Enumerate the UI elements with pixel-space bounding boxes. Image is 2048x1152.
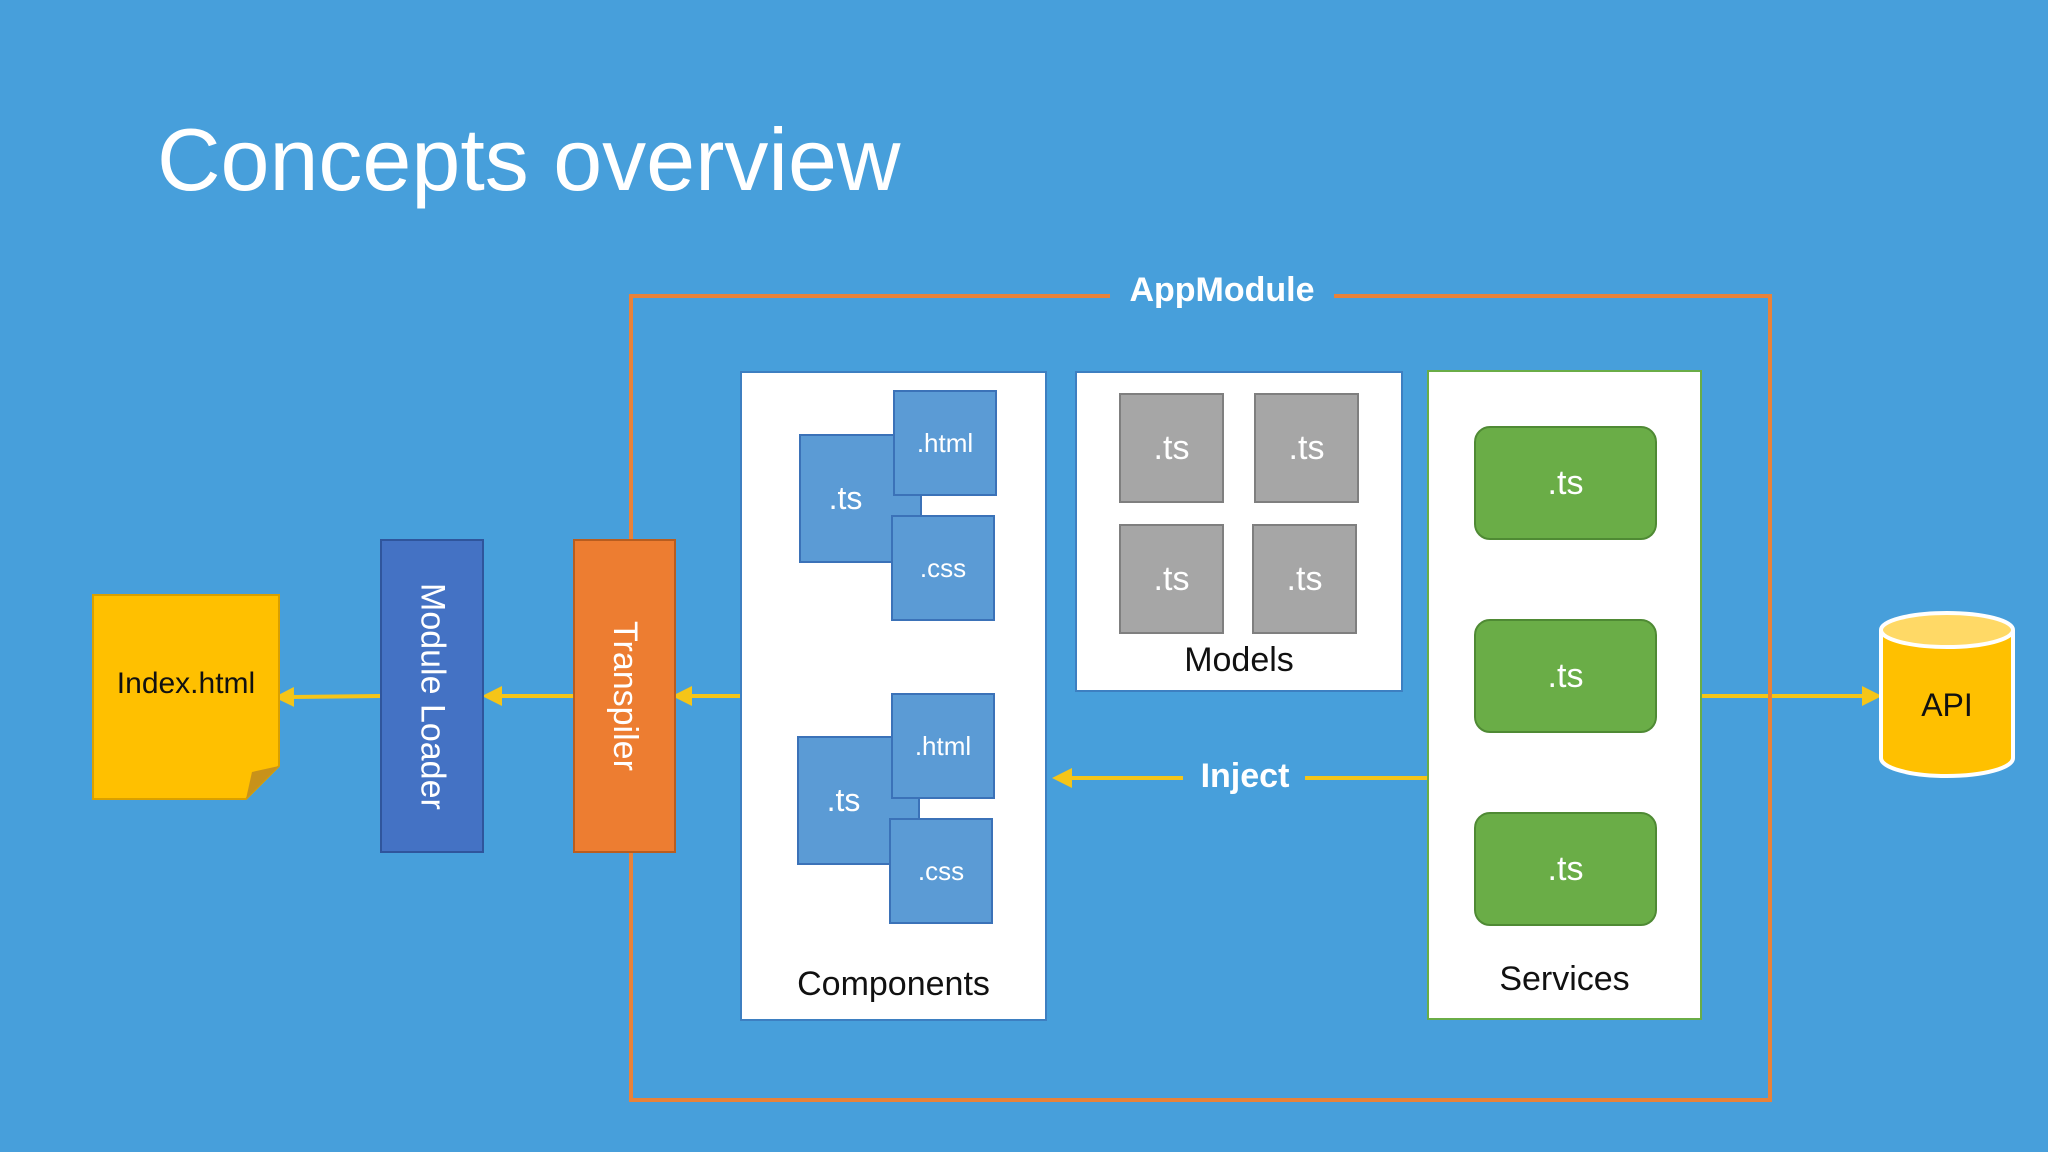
model-file: .ts: [1254, 393, 1359, 503]
service-file: .ts: [1474, 426, 1657, 540]
index-file-label: Index.html: [116, 667, 256, 700]
service-file: .ts: [1474, 812, 1657, 926]
component-html-file: .html: [893, 390, 997, 496]
component-html-file: .html: [891, 693, 995, 799]
services-panel: .ts .ts .ts Services: [1427, 370, 1702, 1020]
components-label: Components: [797, 965, 990, 1003]
services-label: Services: [1499, 960, 1630, 998]
module-loader-box: Module Loader: [380, 539, 484, 853]
transpiler-label: Transpiler: [606, 621, 644, 771]
components-panel: .ts .html .css .ts .html .css Components: [740, 371, 1047, 1021]
transpiler-box: Transpiler: [573, 539, 676, 853]
module-loader-label: Module Loader: [413, 582, 452, 810]
model-file: .ts: [1119, 524, 1224, 634]
api-label: API: [1921, 686, 1973, 723]
arrow-loader-to-index: [274, 686, 381, 707]
model-file: .ts: [1119, 393, 1224, 503]
component-css-file: .css: [891, 515, 995, 621]
app-module-label: AppModule: [1110, 268, 1334, 312]
slide-title: Concepts overview: [157, 110, 901, 209]
component-css-file: .css: [889, 818, 993, 924]
index-file-shape: [92, 594, 280, 800]
service-file: .ts: [1474, 619, 1657, 733]
models-label: Models: [1184, 641, 1294, 679]
models-panel: .ts .ts .ts .ts Models: [1075, 371, 1403, 692]
api-database-icon: [1879, 611, 2015, 778]
inject-label: Inject: [1200, 757, 1290, 795]
model-file: .ts: [1252, 524, 1357, 634]
